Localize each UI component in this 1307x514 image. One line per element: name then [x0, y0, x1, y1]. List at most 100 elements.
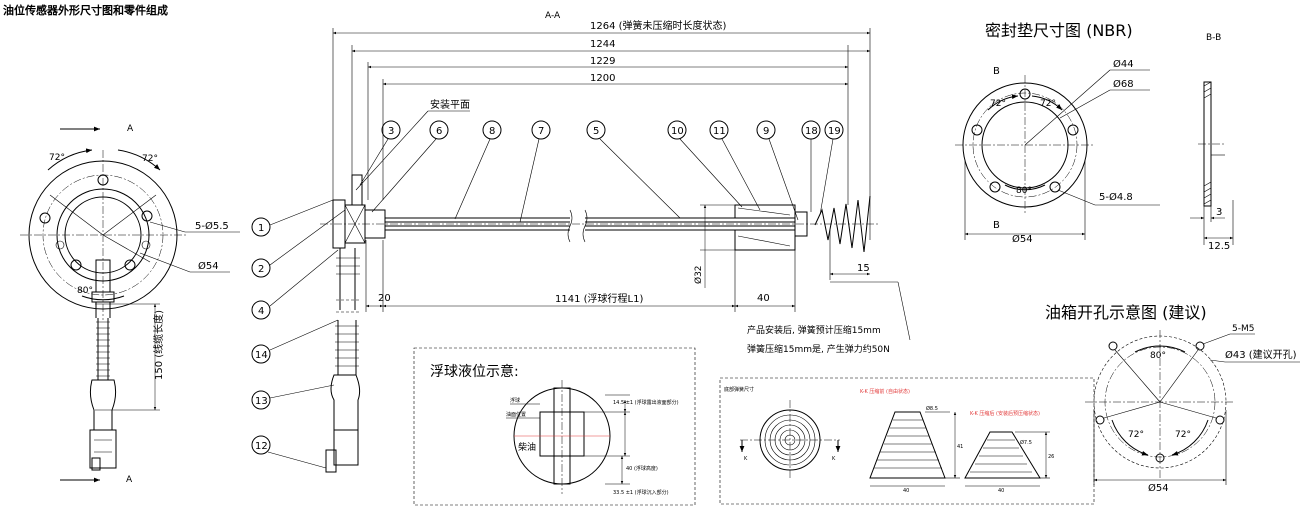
svg-text:7: 7: [538, 126, 544, 137]
gasket-thickness: 3: [1216, 207, 1222, 218]
svg-text:3: 3: [388, 126, 394, 137]
spring-free-state: K-K 压缩前 (自由状态) 40 Ø8.5 41: [860, 388, 963, 494]
balloon-4: [251, 300, 271, 320]
gasket-angle-72-right: 72°: [1040, 99, 1056, 109]
gasket-section-label: B-B: [1206, 33, 1221, 43]
gasket-bolt-hole: [971, 124, 983, 136]
svg-text:6: 6: [436, 126, 442, 137]
spring-box-title: 底部弹簧尺寸: [724, 386, 754, 393]
tank-thread-hole: [1155, 453, 1165, 463]
float-box-frame: [413, 347, 696, 506]
balloon-5: [586, 120, 606, 140]
dim-20: 20: [378, 293, 391, 304]
dim-1141: 1141 (浮球行程L1): [555, 292, 643, 305]
angle-72-right: 72°: [142, 154, 158, 164]
spring-comp-label: K-K 压缩后 (安装后预压缩状态): [970, 410, 1040, 417]
view-label-a-bottom: A: [126, 475, 133, 485]
svg-text:11: 11: [713, 126, 726, 137]
balloon-9: [756, 120, 776, 140]
tank-angle-80: 80°: [1150, 351, 1166, 361]
bottom-spring: [814, 195, 871, 253]
float-bottom: [734, 229, 796, 251]
main-section-view: A-A 1264 (弹簧未压缩时长度状态) 1244 1229 1200 安装平…: [251, 11, 911, 473]
flange-bolt-hole: [70, 259, 82, 271]
gasket-title: 密封垫尺寸图 (NBR): [985, 21, 1133, 40]
tank-hole-view: 油箱开孔示意图 (建议) 80° 72° 72° 5-M5 Ø43 (建议开孔)…: [1045, 303, 1300, 494]
diesel-label: 柴油: [518, 441, 536, 453]
float-level-box: 浮球液位示意: 浮球 油面位置 柴油 14.5 ±1 (浮球露出液面部分) 40…: [413, 347, 696, 506]
balloon-6: [429, 120, 449, 140]
flange-bolt-hole: [97, 174, 109, 186]
spring-note-line1: 产品安装后, 弹簧预计压缩15mm: [747, 324, 881, 336]
svg-text:13: 13: [255, 396, 268, 407]
cable-bellows: [96, 318, 110, 380]
spring-compressed-state: K-K 压缩后 (安装后预压缩状态) 40 Ø7.5 26: [964, 410, 1054, 494]
gasket-bolt-hole: [1019, 88, 1031, 100]
tank-angle-72-left: 72°: [1128, 430, 1144, 440]
svg-text:5: 5: [593, 126, 599, 137]
holes-label: 5-Ø5.5: [195, 220, 229, 232]
svg-text:1: 1: [258, 223, 264, 234]
tank-hole-title: 油箱开孔示意图 (建议): [1045, 303, 1207, 322]
section-label-aa: A-A: [545, 11, 561, 21]
balloon-8: [482, 120, 502, 140]
gasket-bolt-hole: [1049, 181, 1061, 193]
gasket-angle-80: 80°: [1016, 186, 1032, 196]
svg-text:12: 12: [255, 441, 268, 452]
balloon-7: [531, 120, 551, 140]
dim-15: 15: [857, 263, 870, 274]
float-box-title: 浮球液位示意:: [430, 363, 519, 380]
gasket-holes: 5-Ø4.8: [1099, 191, 1133, 203]
diameter-label: Ø54: [198, 260, 219, 272]
dim-1229: 1229: [590, 56, 615, 67]
dim-40: 40: [757, 293, 770, 304]
balloon-10: [667, 120, 687, 140]
flange-bolt-hole: [141, 210, 153, 222]
mount-plane-label: 安装平面: [430, 98, 470, 111]
flange-bolt-hole: [39, 212, 51, 224]
tank-thread-hole: [1215, 415, 1225, 425]
view-label-a-top: A: [127, 124, 134, 134]
part-balloons: 1 2 3 4 6 8 7 5 10 1: [251, 120, 844, 469]
tank-d54: Ø54: [1148, 482, 1169, 494]
oil-level-label: 油面位置: [506, 411, 526, 418]
flange-bolt-hole: [124, 259, 136, 271]
svg-text:8: 8: [489, 126, 495, 137]
balloon-14: [251, 344, 271, 364]
tank-thread-hole: [1095, 415, 1105, 425]
spring-top-view: K K: [739, 400, 841, 480]
balloon-13: [251, 390, 271, 410]
gasket-label-b-bottom: B: [993, 220, 1000, 231]
spring-free-label: K-K 压缩前 (自由状态): [860, 388, 910, 395]
gasket-angle-72-left: 72°: [990, 99, 1006, 109]
spring-comp-height: 26: [1048, 454, 1054, 460]
balloon-2: [251, 258, 271, 278]
spring-note-line2: 弹簧压缩15mm是, 产生弹力约50N: [747, 343, 890, 355]
dim-1200: 1200: [590, 73, 615, 84]
gasket-d68: Ø68: [1113, 78, 1134, 90]
tank-d43: Ø43 (建议开孔): [1225, 348, 1297, 361]
svg-text:4: 4: [258, 306, 264, 317]
svg-text:18: 18: [805, 126, 818, 137]
float-label: 浮球: [510, 397, 520, 404]
dim-d32: Ø32: [693, 265, 704, 284]
dim-1264: 1264 (弹簧未压缩时长度状态): [590, 19, 727, 32]
float-dim-top: 14.5 ±1 (浮球露出液面部分): [613, 399, 679, 406]
spring-detail-box: 底部弹簧尺寸 K K K-K 压缩前 (自由状态) 40 Ø8.5 41: [719, 377, 1095, 505]
tank-thread-hole: [1195, 341, 1205, 351]
balloon-3: [381, 120, 401, 140]
balloon-19: [824, 120, 844, 140]
svg-text:19: 19: [828, 126, 841, 137]
angle-72-left: 72°: [49, 153, 65, 163]
connector-body: [89, 429, 117, 469]
spring-box-frame: [719, 377, 1095, 505]
gasket-width: 12.5: [1208, 241, 1230, 252]
spring-free-height: 41: [957, 444, 963, 450]
balloon-11: [709, 120, 729, 140]
gasket-label-b-top: B: [993, 66, 1000, 77]
svg-text:K: K: [744, 456, 748, 462]
spring-free-diam: Ø8.5: [926, 405, 938, 412]
spring-comp-width: 40: [998, 488, 1004, 494]
svg-text:2: 2: [258, 264, 264, 275]
tank-angle-72-right: 72°: [1175, 430, 1191, 440]
